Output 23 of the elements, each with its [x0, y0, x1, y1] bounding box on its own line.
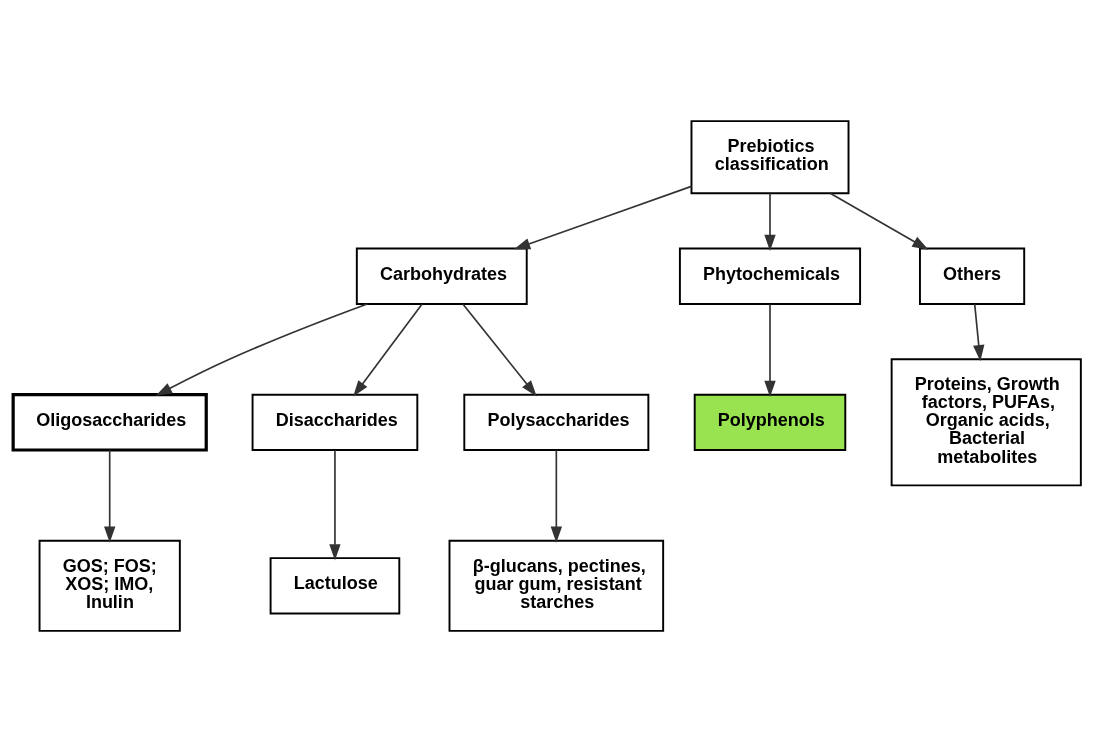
node-box: Oligosaccharides [11, 393, 208, 452]
arrow [104, 449, 116, 543]
node-box: Disaccharides [251, 393, 419, 451]
node-box: Polysaccharides [463, 393, 650, 451]
arrow [462, 303, 537, 397]
node-box: Others [919, 247, 1026, 305]
node-box: Polyphenols [693, 393, 847, 451]
node-box: Lactulose [269, 557, 401, 615]
node-box: β-glucans, pectines, guar gum, resistant starches [448, 539, 665, 632]
arrow [973, 303, 985, 362]
node-box: GOS; FOS; XOS; IMO, Inulin [38, 539, 181, 632]
arrow [353, 303, 423, 397]
arrow [829, 192, 929, 250]
node-box: Carbohydrates [355, 247, 528, 305]
arrow [514, 185, 693, 250]
arrow [329, 449, 341, 561]
arrow [764, 192, 776, 252]
arrow [764, 303, 776, 398]
node-box: Phytochemicals [678, 247, 862, 305]
arrow [155, 303, 369, 396]
node-box: Proteins, Growth factors, PUFAs, Organic acids, Bacterial metabolites [890, 358, 1082, 487]
node-box: Prebiotics classification [690, 120, 850, 195]
arrow [550, 449, 562, 543]
